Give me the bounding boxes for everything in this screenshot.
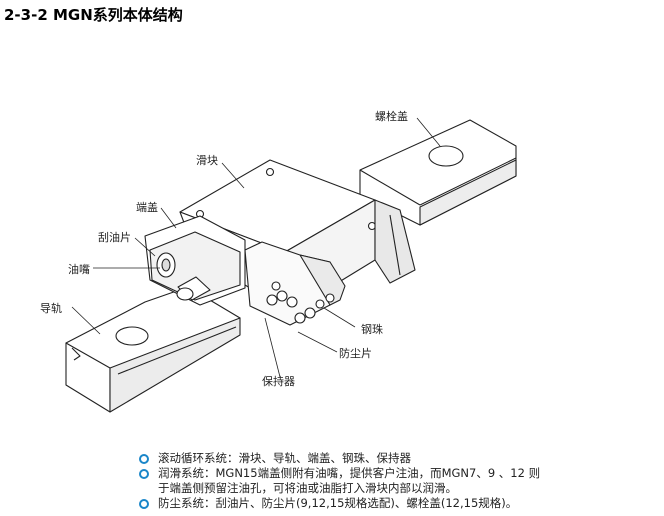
label-scraper: 刮油片	[98, 231, 131, 244]
label-bolt-cap: 螺栓盖	[375, 110, 408, 123]
rail-back	[359, 119, 517, 226]
list-item-continuation: 于端盖侧预留注油孔，可将油或油脂打入滑块内部以润滑。	[158, 481, 457, 495]
list-item: 滚动循环系统：滑块、导轨、端盖、钢珠、保持器	[139, 451, 579, 466]
label-retainer: 保持器	[262, 375, 295, 388]
label-steel-ball: 钢珠	[361, 323, 383, 336]
rail-front	[65, 286, 241, 413]
label-rail: 导轨	[40, 302, 62, 315]
list-item: 润滑系统：MGN15端盖侧附有油嘴，提供客户注油，而MGN7、9 、12 则	[139, 466, 579, 481]
ring-bullet-icon	[139, 469, 149, 479]
end-cap-right	[374, 199, 416, 284]
label-dust-seal: 防尘片	[339, 347, 372, 360]
feature-list: 滚动循环系统：滑块、导轨、端盖、钢珠、保持器 润滑系统：MGN15端盖侧附有油嘴…	[139, 451, 579, 511]
bolt-cap-hole	[428, 145, 464, 167]
grease-nipple	[176, 276, 211, 301]
cutaway-section	[244, 241, 346, 326]
list-item: 防尘系统：刮油片、防尘片(9,12,15规格选配)、螺栓盖(12,15规格)。	[139, 496, 579, 511]
rail-mount-hole	[115, 326, 149, 346]
label-end-cap: 端盖	[136, 201, 158, 214]
steel-ball	[266, 294, 278, 306]
page-title: 2-3-2 MGN系列本体结构	[4, 6, 183, 24]
ring-bullet-icon	[139, 499, 149, 509]
linear-guide-illustration	[65, 117, 517, 413]
end-cap-front	[144, 215, 246, 306]
ring-bullet-icon	[139, 454, 149, 464]
label-block: 滑块	[196, 154, 218, 167]
label-grease-nipple: 油嘴	[68, 263, 90, 276]
